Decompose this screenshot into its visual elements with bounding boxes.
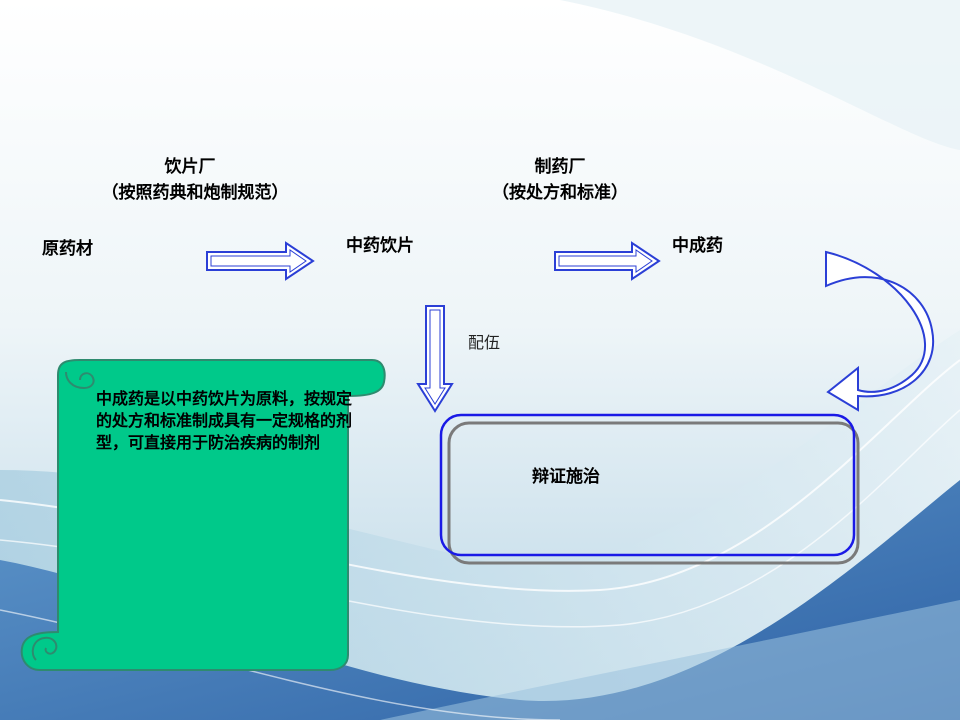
right-arrow-icon — [206, 241, 315, 281]
node-combination: 配伍 — [468, 333, 501, 352]
pharma-factory-label: 制药厂 — [534, 157, 586, 177]
scroll-body — [20, 359, 386, 671]
definition-text: 中成药是以中药饮片为原料，按规定的处方和标准制成具有一定规格的剂型，可直接用于防… — [96, 389, 353, 452]
node-decoction-slices: 中药饮片 — [346, 236, 414, 256]
node-patent-medicine: 中成药 — [672, 236, 723, 256]
down-arrow-inner — [424, 309, 446, 405]
factory-label: 饮片厂 — [164, 157, 216, 177]
wave-deep-light-band — [380, 600, 960, 720]
scroll-curl-top — [65, 371, 95, 390]
treatment-box — [439, 413, 856, 557]
node-treatment: 辩证施治 — [532, 467, 600, 487]
scroll-shape — [20, 359, 386, 671]
pharma-factory-subtitle: （按处方和标准） — [492, 183, 628, 203]
right-arrow-inner — [558, 249, 653, 273]
curved-arrow-icon — [825, 250, 935, 412]
right-arrow-inner — [210, 249, 307, 273]
factory-subtitle: （按照药典和炮制规范） — [101, 183, 289, 203]
right-arrow-icon — [554, 241, 661, 281]
wave-upper-light — [560, 0, 960, 150]
down-arrow-icon — [416, 305, 454, 413]
treatment-box-shadow — [447, 421, 860, 565]
scroll-curl-bottom — [31, 636, 58, 661]
node-raw-material: 原药材 — [42, 239, 93, 259]
